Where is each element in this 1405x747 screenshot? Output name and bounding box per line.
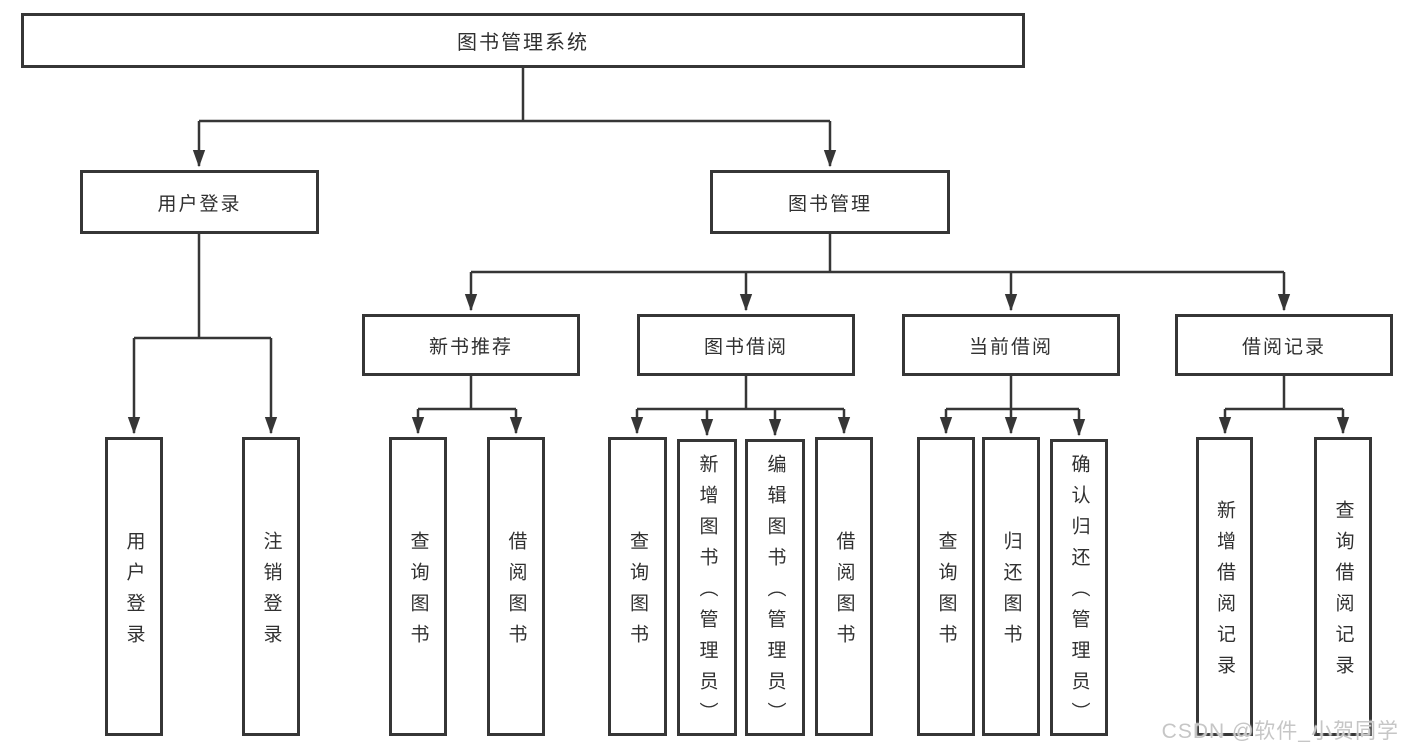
leaf-query-borrow-record: 查询借阅记录 xyxy=(1314,437,1372,736)
node-label: 新书推荐 xyxy=(428,336,513,358)
node-user-login-module: 用户登录 xyxy=(80,170,319,234)
node-label: 查询图书 xyxy=(935,530,957,655)
node-label: 用户登录 xyxy=(157,193,242,215)
connector-book-management-children xyxy=(464,234,1291,312)
node-borrow-records: 借阅记录 xyxy=(1175,314,1393,376)
node-label: 当前借阅 xyxy=(968,336,1053,358)
leaf-user-login: 用户登录 xyxy=(105,437,163,736)
leaf-logout: 注销登录 xyxy=(242,437,300,736)
node-label: 查询借阅记录 xyxy=(1332,499,1354,686)
leaf-return-book: 归还图书 xyxy=(982,437,1040,736)
node-book-borrow: 图书借阅 xyxy=(637,314,855,376)
node-label: 图书管理系统 xyxy=(457,32,589,54)
node-new-book-recommend: 新书推荐 xyxy=(362,314,580,376)
node-label: 注销登录 xyxy=(260,530,282,655)
connector-user-login-children xyxy=(127,234,278,435)
node-label: 借阅图书 xyxy=(833,530,855,655)
leaf-confirm-return-admin: 确认归还（管理员） xyxy=(1050,439,1108,736)
leaf-add-book-admin: 新增图书（管理员） xyxy=(677,439,737,736)
node-label: 归还图书 xyxy=(1000,530,1022,655)
leaf-borrow-books: 借阅图书 xyxy=(815,437,873,736)
connector-book-borrow-children xyxy=(630,376,851,437)
leaf-edit-book-admin: 编辑图书（管理员） xyxy=(745,439,805,736)
node-label: 图书管理 xyxy=(787,193,872,215)
node-label: 编辑图书（管理员） xyxy=(764,454,786,733)
node-label: 图书借阅 xyxy=(703,336,788,358)
connector-borrow-records-children xyxy=(1218,376,1350,435)
node-label: 查询图书 xyxy=(627,530,648,655)
node-label: 借阅图书 xyxy=(505,530,527,655)
leaf-query-books-recommend: 查询图书 xyxy=(389,437,447,736)
node-label: 查询图书 xyxy=(407,530,429,655)
connector-new-book-recommend-children xyxy=(411,376,523,435)
leaf-query-books-current: 查询图书 xyxy=(917,437,975,736)
node-label: 借阅记录 xyxy=(1241,336,1326,358)
connector-current-borrow-children xyxy=(939,376,1086,437)
node-label: 确认归还（管理员） xyxy=(1068,454,1090,733)
leaf-query-books-borrow: 查询图书 xyxy=(608,437,667,736)
node-library-management-system: 图书管理系统 xyxy=(21,13,1025,68)
connector-root-to-level2 xyxy=(192,68,837,168)
node-label: 新增图书（管理员） xyxy=(696,454,718,733)
node-current-borrow: 当前借阅 xyxy=(902,314,1120,376)
node-label: 新增借阅记录 xyxy=(1214,499,1235,686)
leaf-add-borrow-record: 新增借阅记录 xyxy=(1196,437,1253,736)
node-book-management-module: 图书管理 xyxy=(710,170,950,234)
leaf-borrow-books-recommend: 借阅图书 xyxy=(487,437,545,736)
node-label: 用户登录 xyxy=(123,530,145,655)
